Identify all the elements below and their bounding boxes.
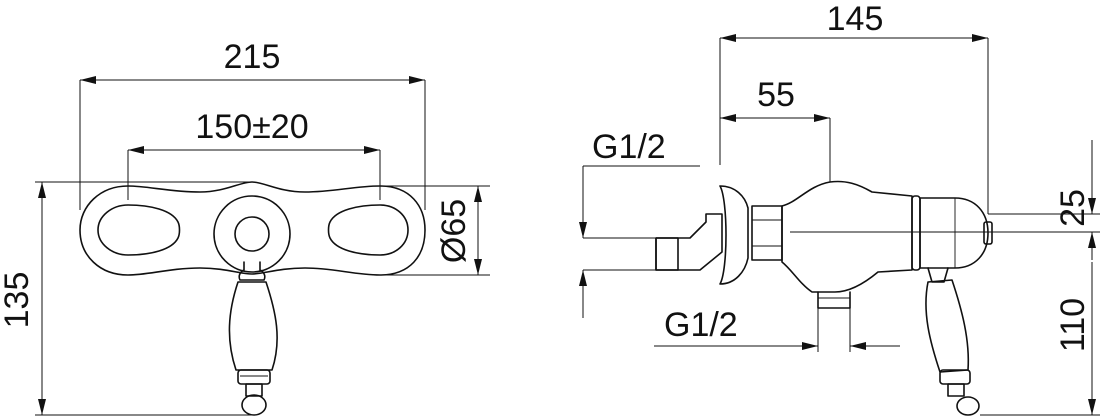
dim-150-label: 150±20 [195,108,308,146]
dim-145: 145 [719,0,989,214]
dim-inlet-g12-label: G1/2 [592,128,666,166]
dim-150: 150±20 [127,108,381,200]
left-rosette-slot [97,204,181,256]
dim-outlet-g12: G1/2 [654,306,900,352]
cap-ring [911,195,921,271]
hex-nut [751,205,783,261]
end-button [983,221,993,245]
right-rosette-slot [327,204,409,256]
handle-hub-inner [234,216,270,252]
dim-215: 215 [79,38,426,210]
lever-ferrule [237,369,271,385]
dim-25-label: 25 [1054,189,1092,227]
lever-tip-neck [245,383,263,397]
lever-side-collar [927,267,949,283]
dim-25: 25 [988,140,1100,260]
front-view: 215 150±20 Ø65 135 [0,38,490,416]
mixer-body-front [79,181,426,276]
dim-110-label: 110 [1054,298,1092,352]
wall-rosette-side [719,185,749,285]
handle-hub-outer [213,195,291,273]
lever-grip [228,281,278,371]
mixer-body-side [781,180,913,293]
dim-145-label: 145 [827,0,884,38]
outlet-spigot [817,291,851,309]
dim-135-label: 135 [0,272,36,329]
dim-diameter-65: Ø65 [380,185,490,276]
inlet-elbow [655,213,723,271]
dim-55-label: 55 [757,76,795,114]
lever-tip-knob [241,394,267,416]
dim-55: 55 [720,76,831,182]
dim-110: 110 [980,262,1100,416]
dim-135: 135 [0,181,254,416]
lever-side-knob [956,396,980,416]
lever-collar [238,261,266,281]
dim-diameter-65-label: Ø65 [435,199,473,263]
dim-215-label: 215 [224,38,281,76]
dim-outlet-g12-label: G1/2 [664,306,738,344]
side-view: 145 55 G1/2 G1/ [579,0,1100,416]
dim-inlet-g12: G1/2 [579,128,700,318]
inlet-nut [655,237,679,271]
lever-side-grip [925,279,970,373]
lever-side-neck [947,383,965,397]
end-cap [919,197,989,269]
